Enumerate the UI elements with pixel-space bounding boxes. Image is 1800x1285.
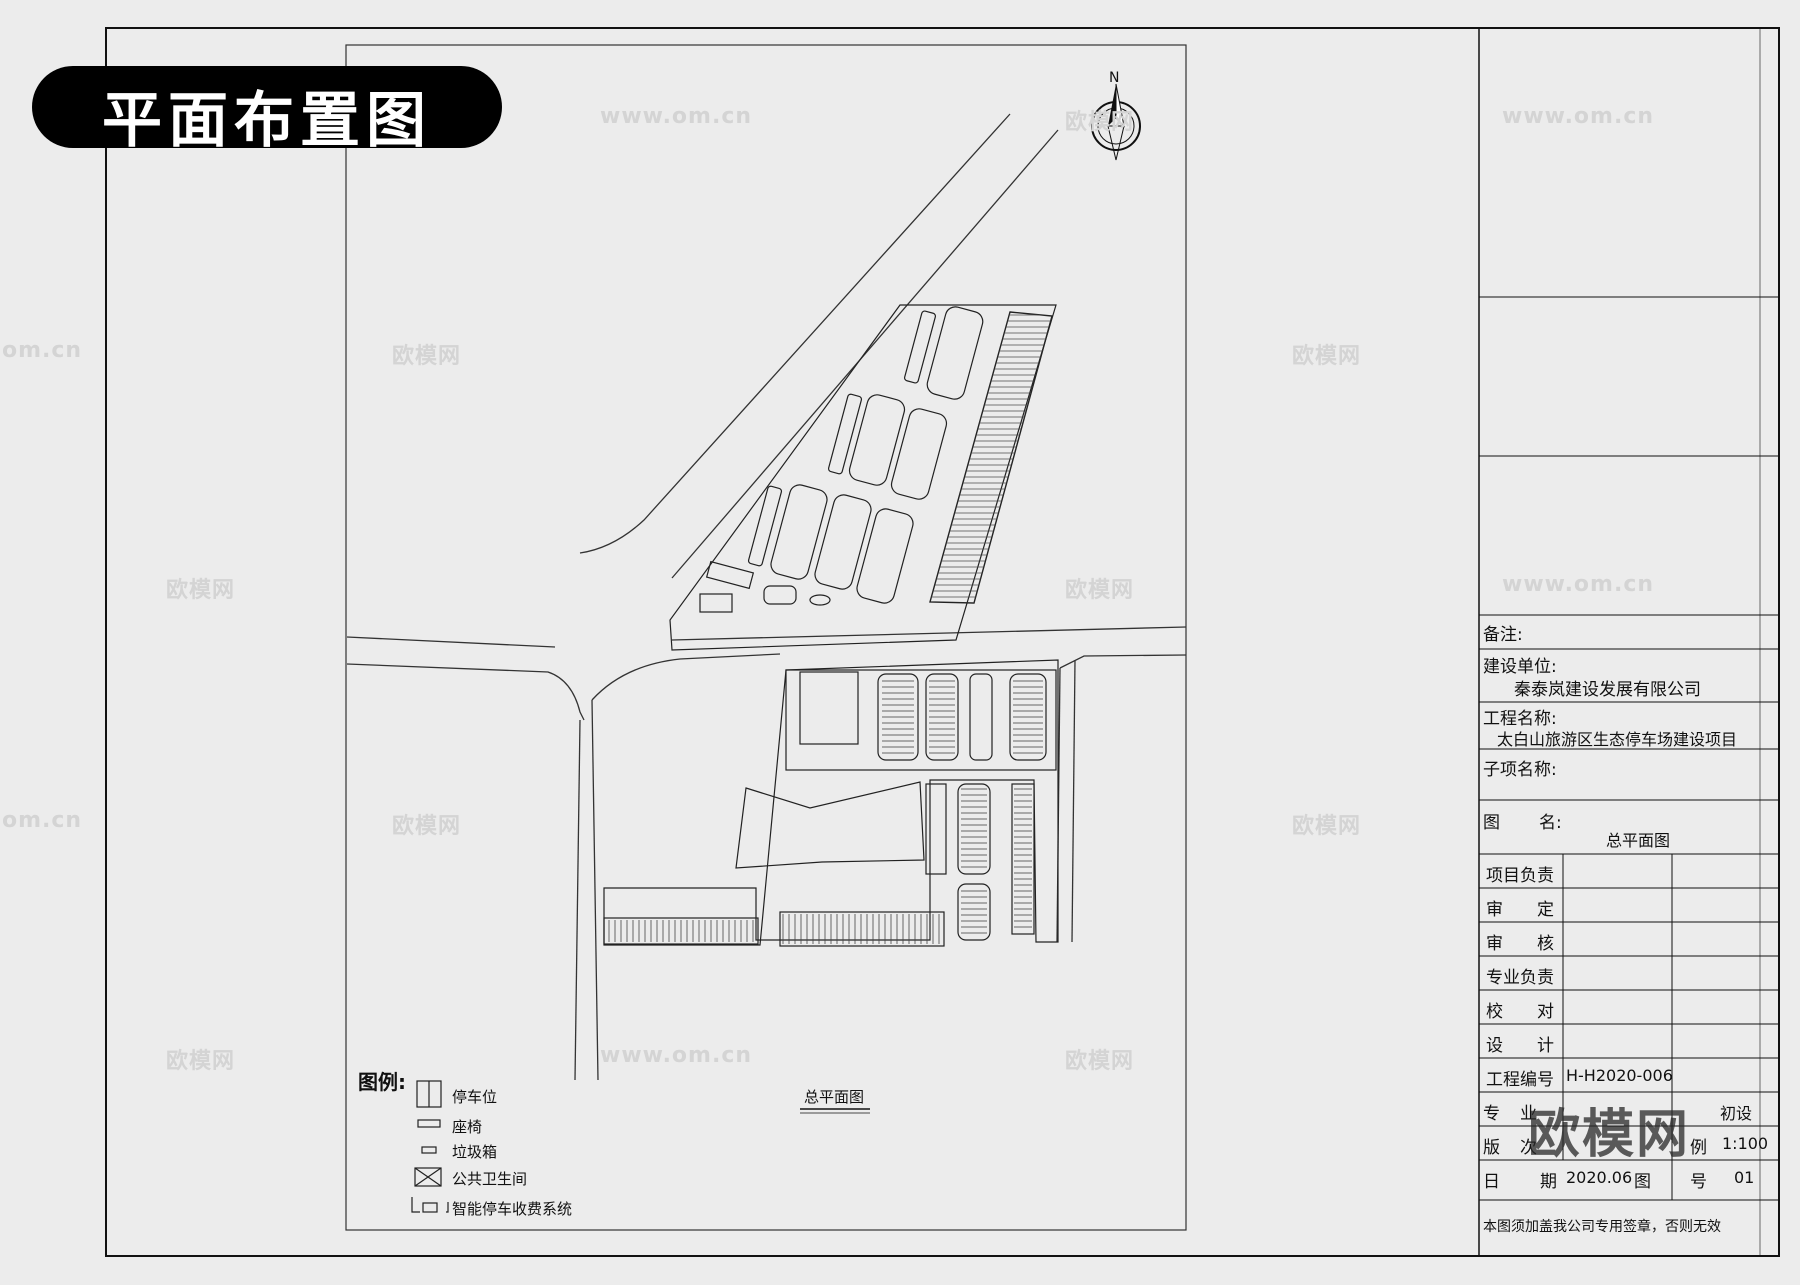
drawing-name-label-1: 图: [1483, 813, 1500, 833]
label-hao: 号: [1690, 1172, 1707, 1192]
trash-bin-icon: [421, 1146, 437, 1154]
subitem-label: 子项名称:: [1483, 760, 1557, 780]
watermark-large: 欧模网: [1528, 1105, 1691, 1165]
road-network: [346, 113, 1187, 1081]
watermark: www.om.cn: [1502, 104, 1655, 129]
watermark: www.om.cn: [600, 104, 753, 129]
stage-value: 初设: [1720, 1104, 1753, 1123]
south-parking-area: [603, 659, 1059, 947]
legend-item-fee-system: 智能停车收费系统: [452, 1200, 573, 1218]
label-ci: 次: [1520, 1138, 1537, 1158]
row-review: 审 核: [1486, 934, 1554, 954]
legend-item-parking: 停车位: [452, 1088, 498, 1106]
page-title: 平面布置图: [102, 86, 432, 156]
north-label: N: [1109, 70, 1120, 86]
drawing-caption: 总平面图: [804, 1088, 865, 1106]
watermark: 欧模网: [166, 578, 236, 603]
watermark: 欧模网: [166, 1049, 236, 1074]
label-zhuan: 专: [1483, 1104, 1500, 1124]
watermark: 欧模网: [1065, 578, 1135, 603]
label-ye: 业: [1520, 1104, 1537, 1124]
watermark: 欧模网: [1292, 344, 1362, 369]
footer-note: 本图须加盖我公司专用签章，否则无效: [1483, 1219, 1721, 1235]
drawing-name-value: 总平面图: [1606, 831, 1671, 850]
watermark: 欧模网: [392, 814, 462, 839]
legend-item-restroom: 公共卫生间: [452, 1170, 528, 1188]
row-discipline-lead: 专业负责: [1486, 968, 1554, 988]
parking-stall-hatching: [606, 312, 1052, 944]
date-value: 2020.06: [1566, 1168, 1633, 1187]
row-project-lead: 项目负责: [1486, 866, 1554, 886]
label-tu: 图: [1634, 1172, 1651, 1192]
legend-item-bench: 座椅: [452, 1118, 483, 1136]
project-no-value: H-H2020-006: [1566, 1066, 1673, 1085]
watermark: 欧模网: [1292, 814, 1362, 839]
label-ban: 版: [1483, 1138, 1500, 1158]
drawing-frame: [345, 44, 1187, 1231]
parking-fee-system-icon: [411, 1197, 420, 1213]
client-value: 秦泰岚建设发展有限公司: [1514, 680, 1701, 700]
north-arrow-icon: [1091, 83, 1141, 161]
watermark: www.om.cn: [1502, 572, 1655, 597]
label-ri: 日: [1483, 1172, 1500, 1192]
row-approve: 审 定: [1486, 900, 1554, 920]
watermark: om.cn: [2, 808, 83, 833]
project-no-label: 工程编号: [1486, 1070, 1554, 1090]
restroom-icon: [414, 1167, 442, 1187]
row-design: 设 计: [1486, 1036, 1554, 1056]
watermark: 欧模网: [1065, 110, 1135, 135]
watermark: 欧模网: [392, 344, 462, 369]
legend-item-trash: 垃圾箱: [452, 1143, 498, 1161]
client-label: 建设单位:: [1483, 657, 1557, 677]
project-value: 太白山旅游区生态停车场建设项目: [1497, 730, 1738, 749]
label-li: 例: [1690, 1138, 1707, 1158]
project-label: 工程名称:: [1483, 709, 1557, 729]
watermark: www.om.cn: [600, 1043, 753, 1068]
row-check: 校 对: [1486, 1002, 1554, 1022]
remarks-label: 备注:: [1483, 625, 1523, 645]
legend-title: 图例:: [358, 1070, 406, 1094]
label-qi: 期: [1540, 1172, 1557, 1192]
watermark: 欧模网: [1065, 1049, 1135, 1074]
scale-value: 1:100: [1722, 1134, 1769, 1153]
outer-frame: [105, 27, 1780, 1257]
sheet-value: 01: [1734, 1168, 1755, 1187]
watermark: om.cn: [2, 338, 83, 363]
page-title-banner: 平面布置图: [32, 66, 502, 156]
legend-symbols: [411, 1080, 449, 1213]
drawing-name-label-2: 名:: [1539, 813, 1562, 833]
bench-icon: [417, 1119, 441, 1128]
